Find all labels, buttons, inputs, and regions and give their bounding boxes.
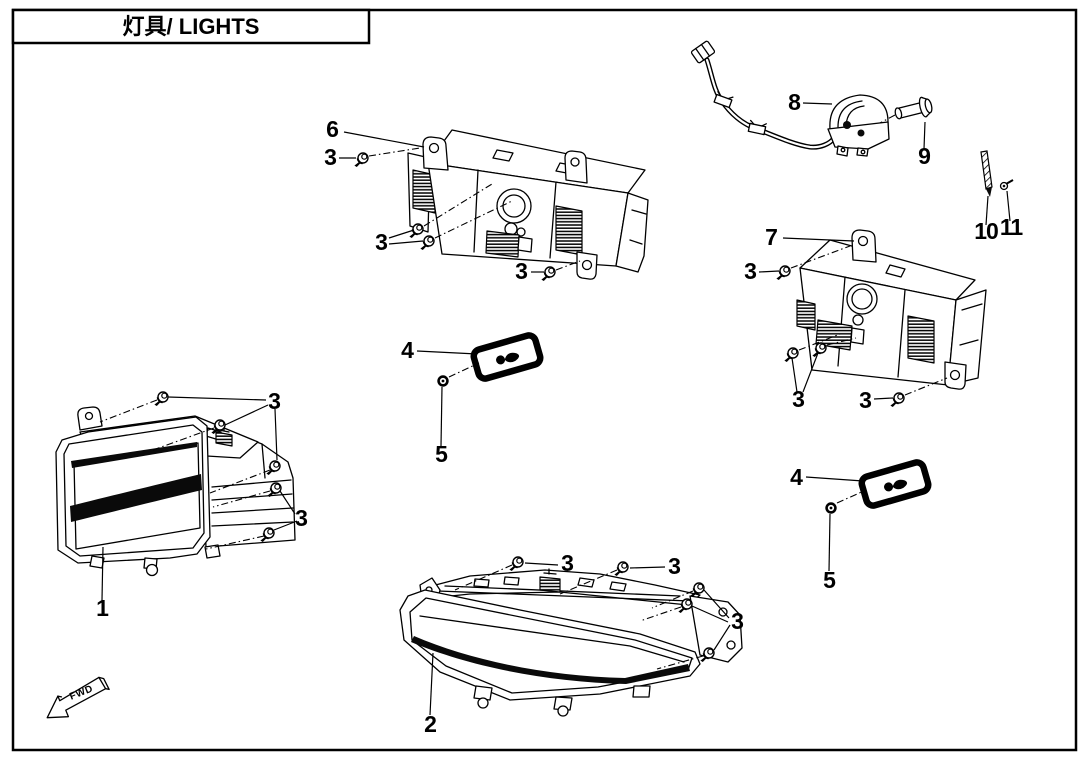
part-label-11: 11 (1000, 214, 1024, 240)
part-label-9: 9 (918, 143, 930, 169)
part-label-3: 3 (375, 229, 387, 255)
nut-5-middle (437, 375, 449, 387)
front-light-assembly-2 (399, 568, 743, 717)
part-label-5: 5 (435, 441, 448, 467)
page-border (11, 8, 1078, 752)
nut-5-right (825, 502, 837, 514)
part-label-3: 3 (561, 550, 573, 576)
part-label-6: 6 (326, 116, 338, 142)
harness-clip (747, 119, 767, 136)
part-label-3: 3 (324, 144, 336, 170)
part-label-3: 3 (515, 258, 527, 284)
fwd-direction-arrow: FWD (46, 676, 110, 719)
bolt-9 (894, 96, 933, 120)
headlight-assembly-1 (55, 406, 296, 577)
part-label-10: 10 (974, 218, 998, 244)
title-box: 灯具/ LIGHTS (11, 8, 371, 45)
part-label-3: 3 (268, 388, 280, 414)
reflector-4-right (860, 461, 930, 507)
part-label-5: 5 (823, 567, 836, 593)
part-label-3: 3 (668, 553, 680, 579)
part-label-3: 3 (744, 258, 756, 284)
page-title: 灯具/ LIGHTS (123, 14, 260, 39)
part-label-7: 7 (765, 224, 777, 250)
part-label-3: 3 (731, 608, 743, 634)
leader-lines (101, 102, 1011, 716)
rear-light-housing-6 (407, 129, 649, 280)
part-label-4: 4 (401, 337, 414, 363)
part-label-3: 3 (295, 505, 307, 531)
part-label-2: 2 (424, 711, 436, 737)
part-label-8: 8 (788, 89, 801, 115)
pin-10 (980, 150, 993, 197)
dashdot-lines (99, 114, 948, 670)
reflector-4-middle (472, 334, 542, 380)
part-label-3: 3 (859, 387, 871, 413)
part-label-4: 4 (790, 464, 803, 490)
part-label-3: 3 (792, 386, 804, 412)
harness-clip (713, 91, 734, 109)
license-lamp-assembly-8 (690, 40, 890, 157)
rear-light-housing-7 (796, 229, 987, 390)
part-label-1: 1 (96, 595, 109, 621)
screw-11 (999, 179, 1014, 191)
